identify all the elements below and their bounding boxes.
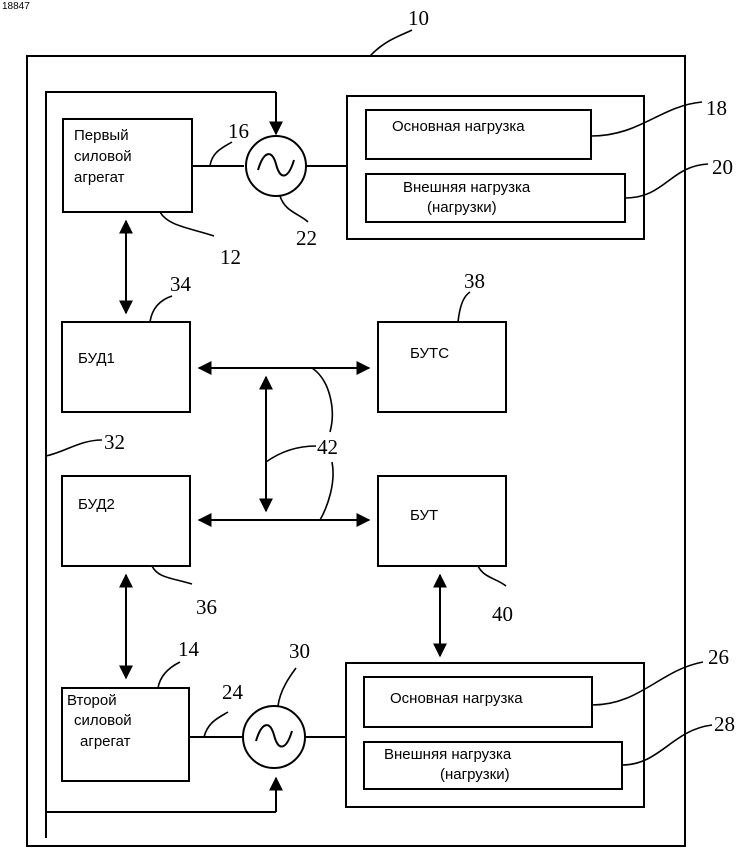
first-unit-line2: силовой: [74, 148, 132, 165]
ref-bud2: 36: [196, 595, 217, 619]
ref-load1-main: 18: [706, 96, 727, 120]
but-label: БУТ: [410, 507, 438, 524]
ref-gen1: 22: [296, 226, 317, 250]
ext-load-2-line2: (нагрузки): [440, 766, 510, 783]
ref-but: 40: [492, 602, 513, 626]
first-unit-line3: агрегат: [74, 169, 125, 186]
ref-control: 32: [104, 430, 125, 454]
first-unit-line1: Первый: [74, 127, 129, 144]
ext-load-2-line1: Внешняя нагрузка: [384, 746, 512, 763]
bud2-block: [62, 476, 190, 566]
ext-load-1-line1: Внешняя нагрузка: [403, 179, 531, 196]
ref-load1-ext: 20: [712, 155, 733, 179]
ref-bud1: 34: [170, 272, 192, 296]
bud2-label: БУД2: [78, 496, 115, 513]
ref-shaft2: 24: [222, 680, 244, 704]
second-unit-line1: Второй: [67, 692, 117, 709]
second-unit-line3: агрегат: [80, 733, 131, 750]
ref-shaft1: 16: [228, 119, 249, 143]
buts-block: [378, 322, 506, 412]
ref-unit2: 14: [178, 637, 200, 661]
ref-buts: 38: [464, 269, 485, 293]
buts-label: БУТС: [410, 345, 449, 362]
main-load-2-label: Основная нагрузка: [390, 690, 523, 707]
ref-load2-main: 26: [708, 645, 729, 669]
system-leader: [370, 30, 412, 56]
watermark-text: 18847: [2, 1, 30, 12]
ref-unit1: 12: [220, 245, 241, 269]
ref-bus: 42: [317, 435, 338, 459]
ref-gen2: 30: [289, 639, 310, 663]
second-unit-line2: силовой: [74, 712, 132, 729]
main-load-1-label: Основная нагрузка: [392, 118, 525, 135]
ext-load-1-line2: (нагрузки): [427, 199, 497, 216]
ref-load2-ext: 28: [714, 712, 735, 736]
bud1-block: [62, 322, 190, 412]
bud1-label: БУД1: [78, 350, 115, 367]
ref-system: 10: [408, 6, 429, 30]
but-block: [378, 476, 506, 566]
